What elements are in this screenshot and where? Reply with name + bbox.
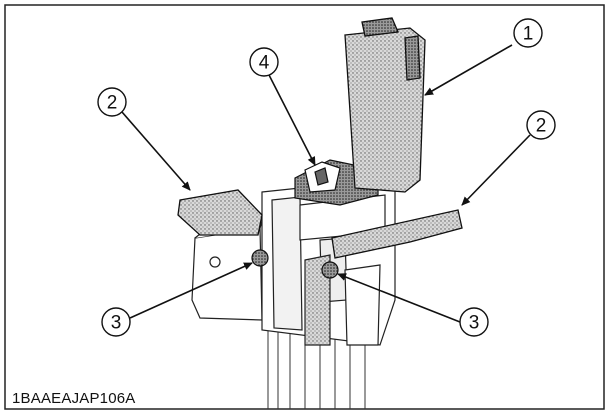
bolt-left <box>251 249 269 267</box>
svg-text:4: 4 <box>259 53 270 74</box>
callout-2-left: 2 <box>97 87 127 117</box>
bolt-right <box>321 261 339 279</box>
housing-body <box>261 177 396 346</box>
callout-2-right: 2 <box>526 110 556 140</box>
cover-lid <box>344 17 426 193</box>
callout-3-left: 3 <box>101 307 131 337</box>
leader-2-right <box>461 134 531 206</box>
leader-4 <box>267 72 316 166</box>
svg-text:1: 1 <box>523 24 534 45</box>
leader-2-left <box>121 111 191 191</box>
figure-code: 1BAAEAJAP106A <box>12 390 136 407</box>
svg-text:2: 2 <box>536 116 547 137</box>
svg-text:3: 3 <box>111 313 122 334</box>
callout-3-right: 3 <box>459 307 489 337</box>
leader-1 <box>424 44 513 96</box>
callout-4: 4 <box>249 47 279 77</box>
svg-text:3: 3 <box>469 313 480 334</box>
leader-3-left <box>129 262 253 319</box>
right-lever <box>331 209 463 259</box>
callout-1: 1 <box>513 18 543 48</box>
left-lever <box>177 189 263 236</box>
leader-3-right <box>337 273 461 323</box>
leader-lines <box>121 44 531 323</box>
svg-text:2: 2 <box>107 93 118 114</box>
left-bracket <box>191 221 263 321</box>
